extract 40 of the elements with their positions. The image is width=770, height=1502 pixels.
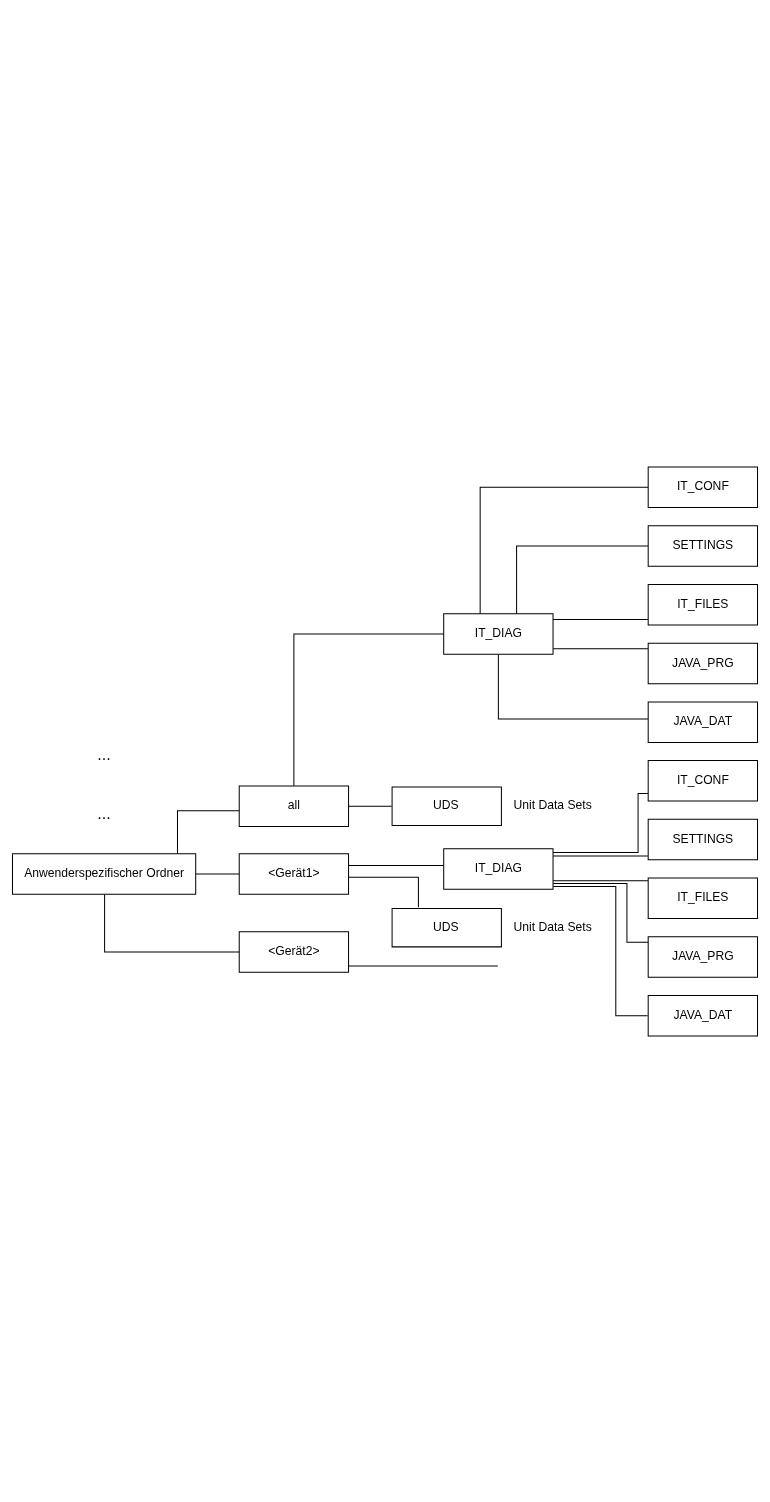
connector xyxy=(552,879,649,881)
node-box: IT_CONF xyxy=(647,466,759,508)
node-box: IT_CONF xyxy=(647,759,759,802)
connector xyxy=(104,893,240,952)
node-box: SETTINGS xyxy=(647,818,759,860)
connector xyxy=(293,633,445,786)
connector xyxy=(552,855,649,857)
node-box: all xyxy=(238,784,350,827)
connector xyxy=(552,882,649,943)
connector xyxy=(552,792,649,853)
connector xyxy=(552,647,649,649)
connector xyxy=(348,965,499,967)
node-box: UDS xyxy=(391,785,502,826)
connector xyxy=(552,885,649,1016)
connector xyxy=(348,876,419,908)
node-box: SETTINGS xyxy=(647,524,759,567)
connector xyxy=(516,545,649,614)
connector xyxy=(348,864,444,866)
node-label: Unit Data Sets xyxy=(513,797,592,812)
node-box: JAVA_PRG xyxy=(647,935,759,978)
node-label: Unit Data Sets xyxy=(513,919,592,934)
connector xyxy=(552,618,649,620)
node-box: IT_FILES xyxy=(647,583,759,625)
connector xyxy=(176,809,240,854)
node-box: IT_DIAG xyxy=(443,847,554,890)
label: ... xyxy=(97,803,111,822)
connector xyxy=(348,805,393,807)
label: ... xyxy=(97,744,111,763)
node-box: JAVA_DAT xyxy=(647,994,759,1036)
node-box: <Gerät2> xyxy=(238,930,350,973)
node-box: Anwenderspezifischer Ordner xyxy=(11,852,197,895)
node-box: IT_FILES xyxy=(647,877,759,919)
node-box: JAVA_PRG xyxy=(647,642,759,684)
node-box: UDS xyxy=(391,907,502,947)
connector xyxy=(195,873,240,874)
node-box: <Gerät1> xyxy=(238,852,350,895)
node-box: IT_DIAG xyxy=(443,612,554,655)
connector xyxy=(497,653,649,720)
node-box: JAVA_DAT xyxy=(647,700,759,743)
connector xyxy=(479,486,649,614)
